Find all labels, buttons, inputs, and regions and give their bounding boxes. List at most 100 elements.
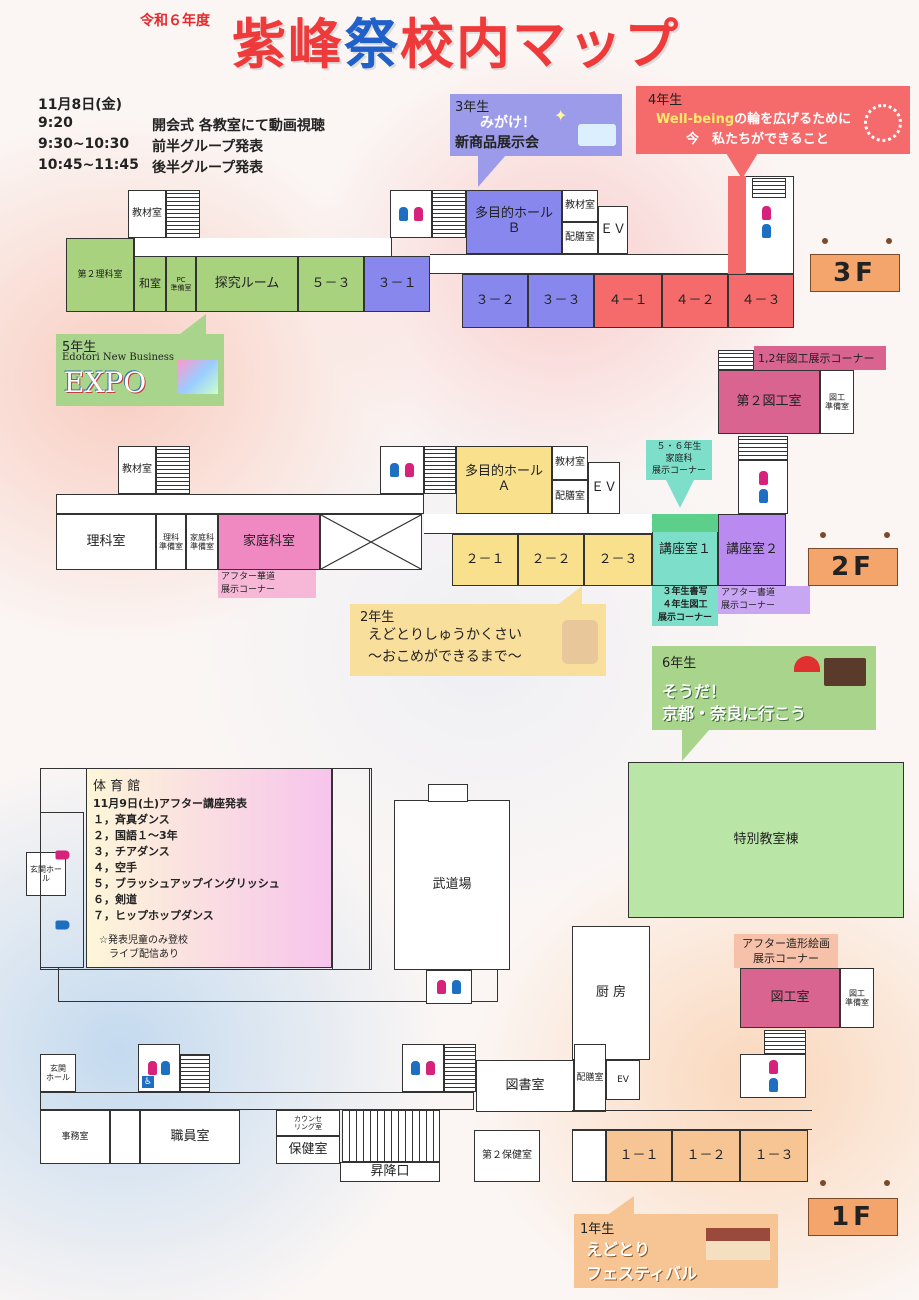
schedule-event-1: 開会式 各教室にて動画視聴 [152, 118, 325, 134]
sparkle-icon: ✦ [554, 106, 568, 125]
f2-katei-jun: 家庭科 準備室 [186, 514, 218, 570]
f1-budo: 武道場 [394, 800, 510, 970]
female-toilet-icon [55, 850, 69, 860]
f1-counsel: カウンセ リング室 [276, 1110, 340, 1136]
grade3-label: 3年生 [455, 100, 490, 115]
f1-gym-toilet [40, 812, 84, 968]
accessible-toilet-icon: ♿ [142, 1076, 154, 1088]
f2-23: ２－３ [584, 534, 652, 586]
f2-rika-jun: 理科 準備室 [156, 514, 186, 570]
title-part-2: 祭 [344, 13, 400, 76]
grade1-label: 1年生 [580, 1222, 615, 1237]
f1-haizen: 配膳室 [574, 1044, 606, 1112]
grade5-line1: Edotori New Business [62, 352, 175, 363]
f3-43: ４－３ [728, 274, 794, 328]
f2-corridor-a [56, 494, 424, 514]
grade6-bubble-tail [682, 729, 710, 761]
f3-rika2: 第２理科室 [66, 238, 134, 312]
f1-shoko-lockers [342, 1110, 440, 1162]
f3-41: ４－１ [594, 274, 662, 328]
grade5-line2: EXPO [64, 366, 147, 399]
f3-31: ３－１ [364, 256, 430, 312]
f2-stairs-a [156, 446, 190, 494]
f2-stairs-e [718, 350, 754, 370]
schedule-time-2: 9:30~10:30 [38, 136, 130, 152]
schedule-time-3: 10:45~11:45 [38, 157, 139, 173]
sign-pin [886, 238, 892, 244]
grade4-bubble-tail [726, 153, 758, 179]
f2-zuko-jun: 図工 準備室 [820, 370, 854, 434]
f2-stairs-b [424, 446, 456, 494]
f3-stairs-a [166, 190, 200, 238]
f2-east-toilet [738, 460, 788, 514]
f1-corridor-east [572, 1110, 812, 1130]
floor-1f-sign: 1F [808, 1198, 898, 1236]
grade2-line1: えどとりしゅうかくさい [368, 627, 522, 643]
grade5-label: 5年生 [62, 340, 97, 355]
f3-tankyu: 探究ルーム [196, 256, 298, 312]
grade2-line2: ～おこめができるまで～ [368, 649, 522, 665]
female-toilet-icon [437, 980, 446, 994]
male-toilet-icon [390, 463, 399, 477]
grade4-line1: Well-beingの輪を広げるために [656, 108, 851, 127]
f3-53: ５－３ [298, 256, 364, 312]
f2-ev: ＥＶ [588, 462, 620, 514]
grade3-bubble: 3年生 みがけ！ 新商品展示会 ✦ [450, 94, 622, 156]
f1-shoko: 昇降口 [340, 1162, 440, 1182]
f1-stairs-a [180, 1054, 210, 1092]
grade2-bubble: 2年生 えどとりしゅうかくさい ～おこめができるまで～ [350, 604, 606, 676]
f1-13: １－３ [740, 1130, 808, 1182]
grade1-line1: えどとり [586, 1240, 651, 1259]
male-toilet-icon [762, 224, 771, 238]
title-part-1: 紫峰 [232, 13, 344, 76]
grade5-bubble: 5年生 Edotori New Business EXPO [56, 334, 224, 406]
grade4-line1-rest: の輪を広げるために [734, 112, 852, 127]
grade4-label: 4年生 [648, 93, 683, 108]
male-toilet-icon [411, 1061, 420, 1075]
floor-3f-sign: 3F [810, 254, 900, 292]
title-part-3: 校内マップ [400, 13, 680, 76]
schedule-event-2: 前半グループ発表 [152, 139, 264, 155]
f1-11: １－１ [606, 1130, 672, 1182]
grade6-label: 6年生 [662, 656, 697, 671]
grade3-line1: みがけ！ [480, 115, 536, 131]
gym-item-6: ６，剣道 [93, 893, 137, 906]
f1-gym-side [332, 768, 370, 970]
f1-1-a [572, 1130, 606, 1182]
tag-zuko-12: 1,2年図工展示コーナー [754, 346, 886, 370]
f2-stairs-f [738, 436, 788, 460]
f3-corridor-a [134, 238, 392, 256]
grade2-label: 2年生 [360, 610, 395, 625]
f2-rika: 理科室 [56, 514, 156, 570]
gym-item-4: ４，空手 [93, 861, 137, 874]
f2-toilet [380, 446, 424, 494]
schedule-event-3: 後半グループ発表 [152, 160, 264, 176]
f1-gym: 体 育 館 11月9日(土)アフター講座発表 １，斉真ダンス ２，国語１～3年 … [86, 768, 332, 968]
male-toilet-icon [768, 1078, 778, 1092]
f3-stairs-c [752, 178, 786, 198]
sign-pin [884, 1180, 890, 1186]
grade3-line2: 新商品展示会 [455, 135, 539, 151]
schedule-date: 11月8日(金) [38, 97, 123, 113]
grade3-bubble-tail [478, 155, 506, 187]
f1-ev: EV [606, 1060, 640, 1100]
koza1-accent [652, 514, 718, 532]
sign-pin [822, 238, 828, 244]
f1-jimu: 事務室 [40, 1110, 110, 1164]
f3-33: ３－３ [528, 274, 594, 328]
f3-east-hall [728, 176, 746, 274]
festival-stalls-icon [706, 1228, 770, 1260]
grade1-bubble-tail [606, 1196, 634, 1216]
tag-kadou: アフター華道 展示コーナー [218, 570, 316, 598]
tag-katei-tail [666, 480, 694, 508]
f3-toilet-east [762, 206, 771, 238]
era-label: 令和６年度 [140, 13, 210, 29]
f3-toilet [390, 190, 432, 238]
f1-toilet-mid [426, 970, 472, 1004]
f1-tosho: 図書室 [476, 1060, 574, 1112]
f1-hoken2: 第２保健室 [474, 1130, 540, 1182]
female-toilet-icon [148, 1061, 157, 1075]
f1-east-toilet [740, 1054, 806, 1098]
f3-washitsu: 和室 [134, 256, 166, 312]
f1-hoken: 保健室 [276, 1136, 340, 1164]
